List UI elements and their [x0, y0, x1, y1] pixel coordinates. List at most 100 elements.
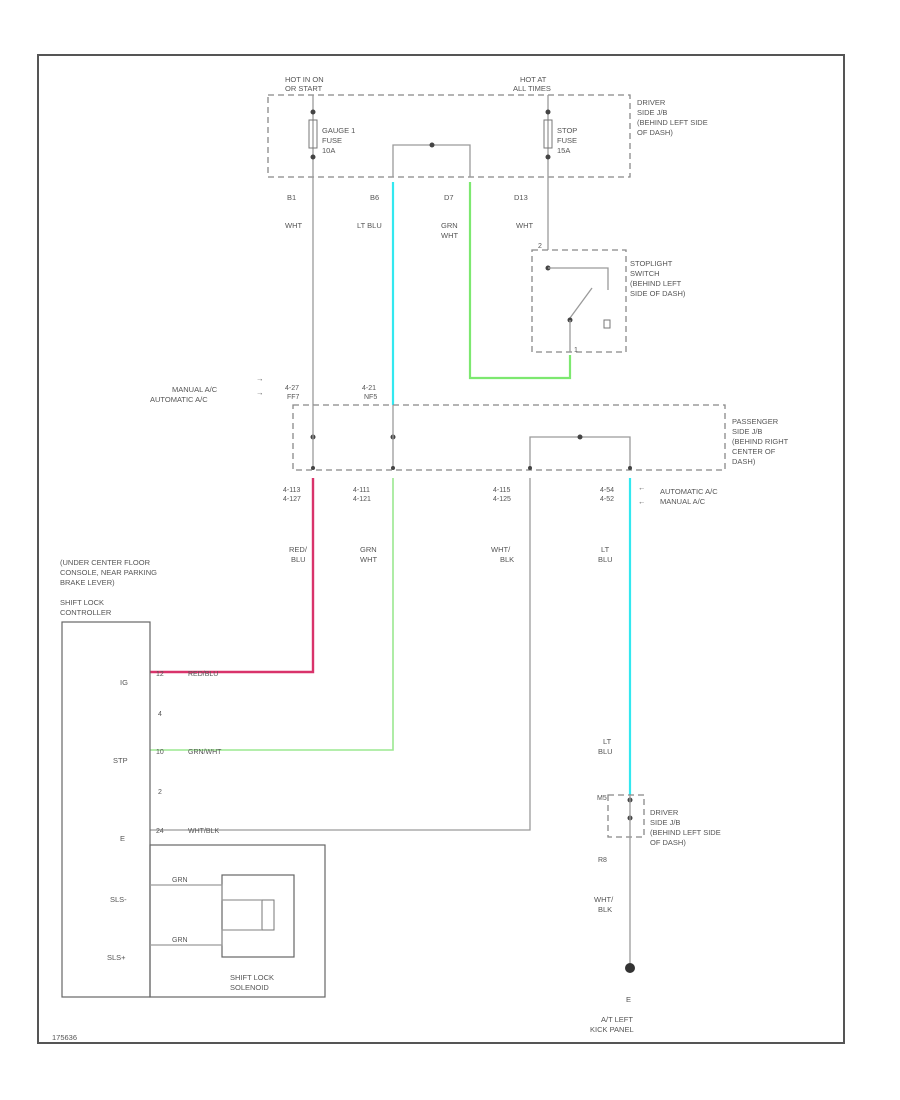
shift-lock-title-3: BRAKE LEVER) — [60, 578, 115, 587]
ac-right-arrow-2: ← — [638, 497, 646, 506]
gauge-fuse-terminal-top — [310, 109, 316, 115]
djb-bottom-pin-bottom: R8 — [598, 857, 607, 864]
wire-red-blu-label-1: RED/ — [289, 545, 308, 554]
figure-code: 175636 — [52, 1033, 77, 1042]
pjb-pin-d-1: 4-111 — [353, 487, 370, 494]
wire-grn-wht-stp — [150, 478, 394, 751]
wht-blk-lower-label-2: BLK — [598, 905, 612, 914]
slc-pin-ig-name: IG — [120, 678, 128, 687]
ac-right-manual: MANUAL A/C — [660, 497, 706, 506]
wire-b6-pin: B6 — [370, 193, 379, 202]
driver-junction-block-top — [267, 94, 631, 178]
wire-grn-wht-label-1: GRN — [360, 545, 377, 554]
stoplight-title-3: (BEHIND LEFT — [630, 279, 682, 288]
driver-junction-block-bottom — [607, 794, 645, 838]
shift-lock-title-1: (UNDER CENTER FLOOR — [60, 558, 151, 567]
diagram-frame — [37, 54, 845, 1044]
pjb-pin-a-1: 4-27 — [285, 385, 299, 392]
slc-pin-sls-minus-wire: GRN — [172, 877, 188, 884]
solenoid-label-1: SHIFT LOCK — [230, 973, 274, 982]
pjb-internal-bus — [529, 436, 631, 470]
pjb-pin-b-1: 4-21 — [362, 385, 376, 392]
wire-d13-color: WHT — [516, 221, 533, 230]
pjb-pin-c-1: 4-113 — [283, 487, 300, 494]
driver-jb-top-title-1: DRIVER — [637, 98, 666, 107]
stoplight-title-1: STOPLIGHT — [630, 259, 673, 268]
shift-lock-title-2: CONSOLE, NEAR PARKING — [60, 568, 157, 577]
driver-jb-top-title-3: (BEHIND LEFT SIDE — [637, 118, 708, 127]
ground-point-icon — [625, 963, 635, 973]
solenoid-wire-plus — [150, 929, 262, 946]
slc-pin-sls-minus-name: SLS- — [110, 895, 127, 904]
stoplight-title-2: SWITCH — [630, 269, 660, 278]
ground-label-1: A/T LEFT — [601, 1015, 633, 1024]
pjb-terminal-b-bot — [391, 466, 395, 470]
slc-pin-sls-plus-name: SLS+ — [107, 953, 126, 962]
slc-pin-ig-wire: RED/BLU — [188, 671, 218, 678]
pjb-bus-dot — [577, 434, 583, 440]
wire-lt-blu-label-2: BLU — [598, 555, 613, 564]
stoplight-title-4: SIDE OF DASH) — [630, 289, 686, 298]
shift-lock-solenoid-coil-box — [221, 874, 295, 958]
wire-d7-grn-wht — [468, 182, 572, 380]
wire-d7-color-1: GRN — [441, 221, 458, 230]
wire-red-blu — [150, 478, 315, 674]
pjb-title-2: SIDE J/B — [732, 427, 762, 436]
ac-right-arrow-1: ← — [638, 483, 646, 492]
pjb-pin-d-2: 4-121 — [353, 496, 371, 503]
source-label-batt-2: ALL TIMES — [513, 84, 551, 93]
wire-d7-pin: D7 — [444, 193, 454, 202]
pjb-pin-e-1: 4-115 — [493, 487, 510, 494]
djb-bottom-title-3: (BEHIND LEFT SIDE — [650, 828, 721, 837]
source-label-batt: HOT AT — [520, 75, 547, 84]
gauge-fuse-terminal-bottom — [310, 154, 316, 160]
ac-left-arrow-2: → — [256, 388, 264, 397]
ground-id: E — [626, 995, 631, 1004]
wire-wht-blk-ground — [150, 478, 531, 831]
djb-bottom-title-4: OF DASH) — [650, 838, 686, 847]
source-label-ign-2: OR START — [285, 84, 323, 93]
gauge-fuse-icon — [308, 119, 318, 149]
djb-bottom-title-2: SIDE J/B — [650, 818, 680, 827]
pjb-pin-f-2: 4-52 — [600, 496, 614, 503]
pjb-title-4: CENTER OF — [732, 447, 776, 456]
wire-lt-blu-label-1: LT — [601, 545, 610, 554]
djb-bottom-pin-top: M5 — [597, 795, 607, 802]
wire-red-blu-label-2: BLU — [291, 555, 306, 564]
top-jb-bus-dot — [429, 142, 435, 148]
lt-blu-lower-label-2: BLU — [598, 747, 613, 756]
slc-pin-sls-plus-wire: GRN — [172, 937, 188, 944]
pjb-pin-c-2: 4-127 — [283, 496, 301, 503]
stoplight-pin-bottom: 1 — [574, 347, 578, 354]
gauge-fuse-label-1: GAUGE 1 — [322, 126, 355, 135]
ac-right-automatic: AUTOMATIC A/C — [660, 487, 718, 496]
stop-fuse-label-3: 15A — [557, 146, 570, 155]
ground-label-2: KICK PANEL — [590, 1025, 634, 1034]
wire-grn-wht-label-2: WHT — [360, 555, 377, 564]
stop-fuse-icon — [543, 119, 553, 149]
slc-pin-ig-num: 12 — [156, 671, 164, 678]
pjb-title-5: DASH) — [732, 457, 756, 466]
solenoid-coil-icon — [261, 899, 275, 931]
pjb-pin-f-1: 4-54 — [600, 487, 614, 494]
djb-bottom-title-1: DRIVER — [650, 808, 679, 817]
stop-fuse-label-2: FUSE — [557, 136, 577, 145]
slc-pin-stp-wire: GRN/WHT — [188, 749, 222, 756]
wire-d13-pin: D13 — [514, 193, 528, 202]
ac-left-automatic: AUTOMATIC A/C — [150, 395, 208, 404]
lt-blu-lower-label-1: LT — [603, 737, 612, 746]
slc-pin-2-num: 2 — [158, 789, 162, 796]
shift-lock-title-4: SHIFT LOCK — [60, 598, 104, 607]
pjb-title-1: PASSENGER — [732, 417, 779, 426]
pjb-pin-e-2: 4-125 — [493, 496, 511, 503]
slc-pin-stp-num: 10 — [156, 749, 164, 756]
slc-pin-4-num: 4 — [158, 711, 162, 718]
slc-pin-e-wire: WHT/BLK — [188, 828, 219, 835]
driver-jb-top-title-2: SIDE J/B — [637, 108, 667, 117]
passenger-junction-block — [292, 404, 726, 471]
wht-blk-lower-label-1: WHT/ — [594, 895, 614, 904]
stop-fuse-terminal-top — [545, 109, 551, 115]
wire-b1-color: WHT — [285, 221, 302, 230]
slc-pin-e-name: E — [120, 834, 125, 843]
